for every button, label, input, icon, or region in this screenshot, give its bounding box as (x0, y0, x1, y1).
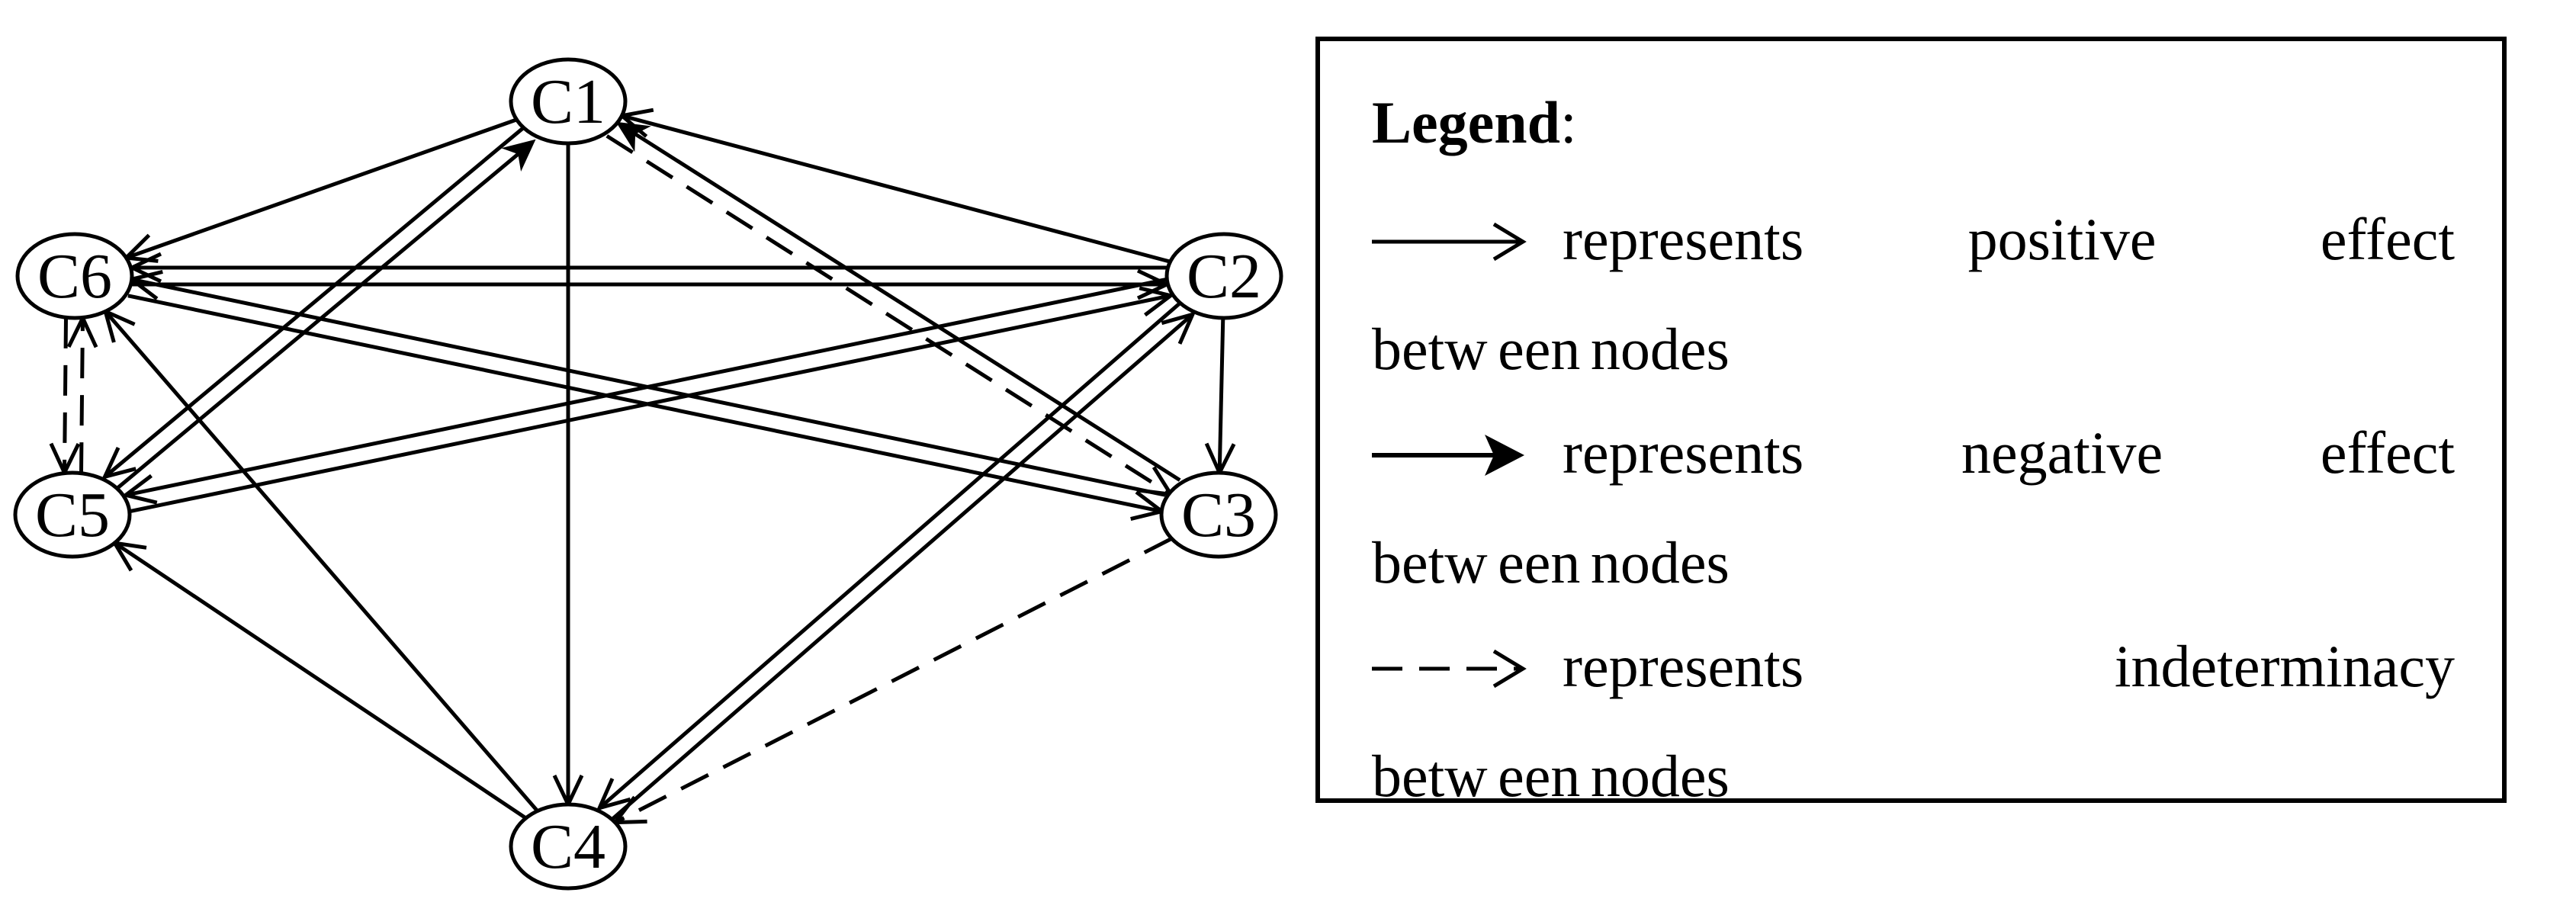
edge-c1-to-c4-positive (552, 143, 584, 809)
node-c6: C6 (15, 232, 134, 320)
arrowhead-icon (101, 447, 137, 480)
arrowhead-icon (615, 121, 651, 152)
edge-c5-to-c1-negative (114, 139, 536, 492)
edge-c3-to-c1-negative (615, 121, 1181, 482)
edge-c1-to-c5-positive (101, 124, 527, 480)
negative-arrow-icon (1372, 435, 1524, 476)
edge-c6-to-c5-indeterminacy (49, 317, 81, 477)
legend-item-positive: represents positive effect (1372, 201, 2455, 278)
legend-item-indeterminacy-continuation: betw een nodes (1372, 743, 1730, 809)
edge-line (614, 537, 1173, 824)
legend-item-negative: represents negative effect (1372, 415, 2455, 491)
edges-layer (49, 108, 1236, 825)
node-ellipse (1164, 232, 1283, 320)
node-ellipse (13, 470, 132, 559)
edge-c3-to-c4-indeterminacy (611, 537, 1173, 825)
legend-item-positive-text: represents positive effect (1563, 206, 2455, 272)
node-label: C5 (35, 480, 110, 551)
legend-box: Legend: represents positive effect betw … (1315, 37, 2507, 809)
arrowhead-icon (66, 313, 98, 348)
edge-c2-to-c4-positive (596, 300, 1184, 811)
legend-item-negative-text: represents negative effect (1563, 419, 2455, 486)
edge-line (103, 124, 527, 479)
legend-title-colon: : (1560, 89, 1577, 156)
node-c5: C5 (13, 470, 132, 559)
edge-c5-to-c6-indeterminacy (66, 313, 98, 474)
edge-line (621, 114, 1171, 264)
indeterminacy-arrow-icon (1372, 649, 1527, 689)
edge-line (631, 130, 1181, 482)
positive-arrow-icon (1372, 222, 1527, 262)
edge-line (104, 310, 539, 813)
edge-line (605, 134, 1172, 496)
edge-c4-to-c6-positive (102, 307, 539, 813)
node-label: C6 (37, 241, 112, 312)
node-c4: C4 (509, 802, 628, 891)
arrowhead-icon (49, 442, 81, 477)
edge-line (130, 277, 1166, 497)
node-ellipse (509, 802, 628, 891)
node-label: C1 (531, 66, 605, 137)
legend-item-indeterminacy: represents indeterminacy (1372, 628, 2455, 705)
edge-c2-to-c3-positive (1204, 317, 1236, 477)
arrowhead-icon (501, 139, 536, 172)
edge-c2-to-c6-positive (127, 252, 1167, 284)
legend-item-indeterminacy-text: represents indeterminacy (1563, 633, 2455, 699)
edge-line (598, 300, 1184, 810)
legend-title-text: Legend (1372, 89, 1561, 156)
edge-line (79, 318, 85, 474)
edge-c2-to-c1-positive (617, 108, 1171, 264)
edge-c4-to-c5-positive (111, 540, 527, 820)
arrowhead-icon (121, 474, 158, 505)
legend-item-positive-continuation: betw een nodes (1372, 316, 1730, 382)
node-ellipse (1159, 470, 1278, 559)
edge-c1-to-c6-positive (121, 117, 518, 263)
legend-title: Legend: (1372, 93, 1577, 152)
node-c3: C3 (1159, 470, 1278, 559)
arrowhead-icon (1139, 286, 1175, 317)
arrowhead-icon (1161, 311, 1196, 345)
edge-c4-to-c2-positive (609, 311, 1196, 823)
node-label: C4 (531, 811, 605, 882)
node-c2: C2 (1164, 232, 1283, 320)
edge-line (127, 294, 1163, 514)
edge-line (114, 149, 522, 492)
edge-c6-to-c2-positive (132, 268, 1171, 300)
edge-line (125, 117, 518, 260)
node-label: C3 (1181, 480, 1256, 551)
edge-line (609, 313, 1194, 823)
edge-line (63, 317, 68, 473)
edge-line (1217, 317, 1225, 474)
node-label: C2 (1187, 241, 1261, 312)
edge-c1-to-c3-indeterminacy (605, 134, 1175, 497)
node-ellipse (15, 232, 134, 320)
node-c1: C1 (509, 57, 628, 146)
edge-c5-to-c2-positive (128, 286, 1175, 514)
edge-line (114, 541, 527, 820)
arrowhead-icon (596, 778, 631, 811)
legend-item-negative-continuation: betw een nodes (1372, 529, 1730, 596)
node-ellipse (509, 57, 628, 146)
